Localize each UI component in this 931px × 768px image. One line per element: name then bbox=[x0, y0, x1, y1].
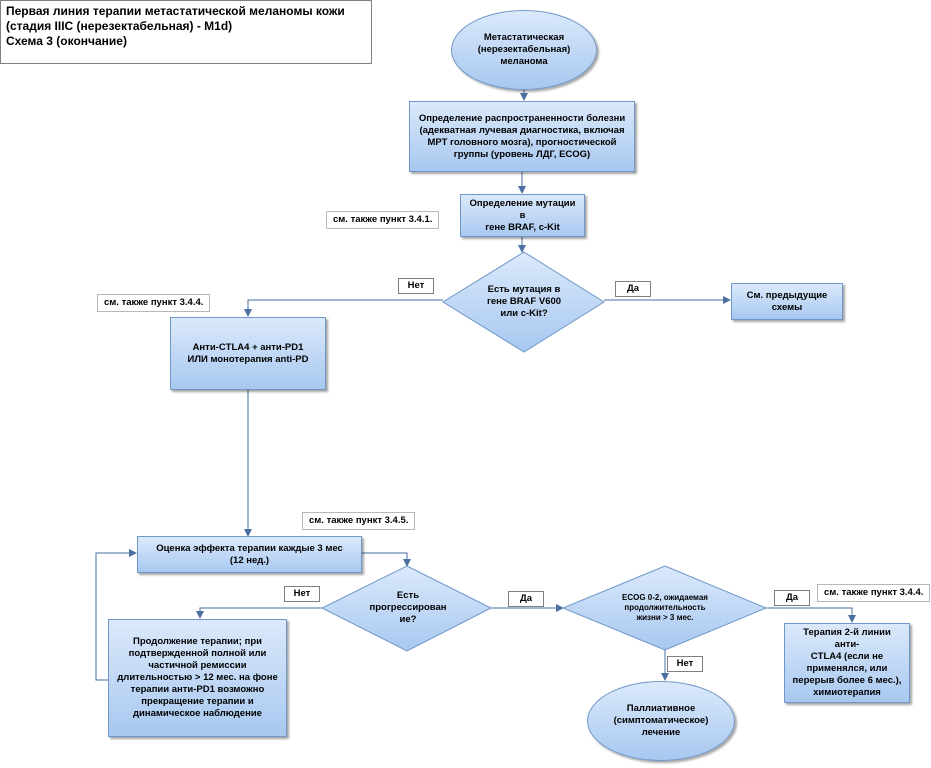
label-yes-ecog: Да bbox=[774, 590, 810, 606]
title-line-2: (стадия IIIC (нерезектабельная) - M1d) bbox=[6, 19, 233, 33]
start-node: Метастатическая (нерезектабельная) мелан… bbox=[451, 10, 597, 90]
continue-therapy-node: Продолжение терапии; при подтвержденной … bbox=[108, 619, 287, 737]
label-no-mutation: Нет bbox=[398, 278, 434, 294]
title-box: Первая линия терапии метастатической мел… bbox=[0, 0, 372, 64]
progression-question-text: Есть прогрессирован ие? bbox=[369, 590, 447, 625]
connector-ecog-yes bbox=[766, 607, 856, 623]
palliative-node: Паллиативное (симптоматическое) лечение bbox=[587, 681, 735, 761]
assessment-node: Оценка эффекта терапии каждые 3 мес (12 … bbox=[137, 536, 362, 573]
mutation-question-text: Есть мутация в гене BRAF V600 или c-Kit? bbox=[486, 284, 562, 319]
staging-node: Определение распространенности болезни (… bbox=[409, 101, 635, 172]
immunotherapy-node: Анти-CTLA4 + анти-PD1 ИЛИ монотерапия an… bbox=[170, 317, 326, 390]
ref-3-4-1: см. также пункт 3.4.1. bbox=[326, 211, 440, 229]
title-line-3: Схема 3 (окончание) bbox=[6, 34, 127, 48]
progression-question-diamond bbox=[320, 565, 493, 652]
mutation-question-diamond bbox=[442, 251, 605, 353]
label-yes-mutation: Да bbox=[615, 281, 651, 297]
ecog-question-text: ECOG 0-2, ожидаемая продолжительность жи… bbox=[622, 593, 708, 622]
title-line-1: Первая линия терапии метастатической мел… bbox=[6, 4, 345, 18]
ref-3-4-4-top: см. также пункт 3.4.4. bbox=[97, 294, 211, 312]
connector-progression-no bbox=[196, 607, 322, 619]
mutation-test-node: Определение мутации в гене BRAF, c-Kit bbox=[460, 194, 585, 237]
see-previous-node: См. предыдущие схемы bbox=[731, 283, 843, 320]
connector-question-no bbox=[244, 299, 443, 317]
second-line-node: Терапия 2-й линии анти- CTLA4 (если не п… bbox=[784, 623, 910, 703]
label-no-progression: Нет bbox=[284, 586, 320, 602]
connector-assessment-progression bbox=[362, 552, 411, 567]
connector-loop-back bbox=[95, 549, 137, 681]
label-yes-progression: Да bbox=[508, 591, 544, 607]
ref-3-4-4-bottom: см. также пункт 3.4.4. bbox=[817, 584, 931, 602]
ecog-question-diamond bbox=[561, 565, 768, 651]
ref-3-4-5: см. также пункт 3.4.5. bbox=[302, 512, 416, 530]
label-no-ecog: Нет bbox=[667, 656, 703, 672]
